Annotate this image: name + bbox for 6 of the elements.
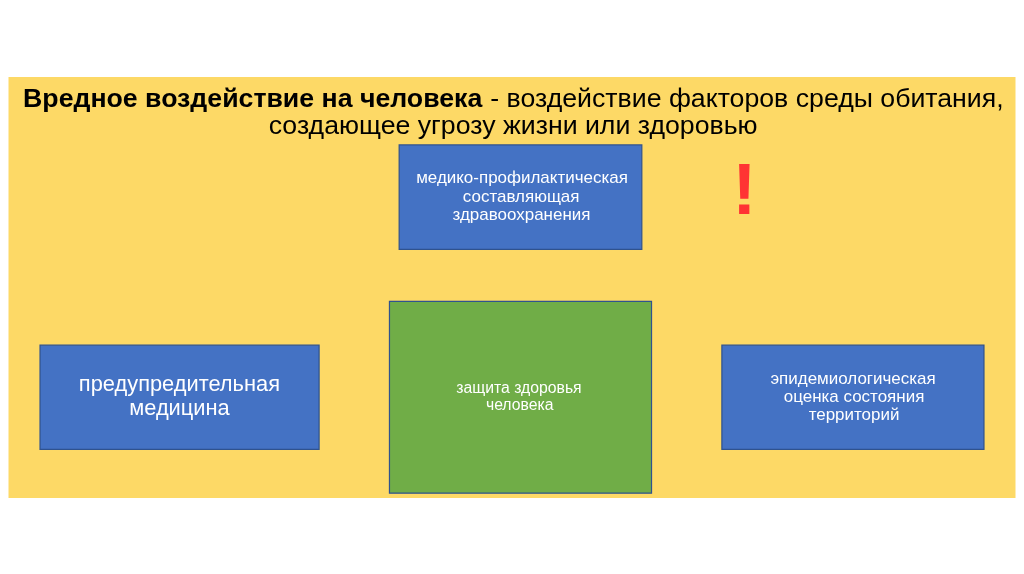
node-box: эпидемиологическая оценка состояния территорий [721,344,985,450]
node-box: медико-профилактическая составляющая здравоохранения [398,143,643,250]
node-box: защита здоровья человека [388,300,653,494]
node-box: предупредительная медицина [39,344,320,450]
diagram-title: Вредное воздействие на человека - воздействие факторов среды обитания, создающее угрозу жизни или здоровью [23,82,1004,140]
label: ! [732,147,757,229]
